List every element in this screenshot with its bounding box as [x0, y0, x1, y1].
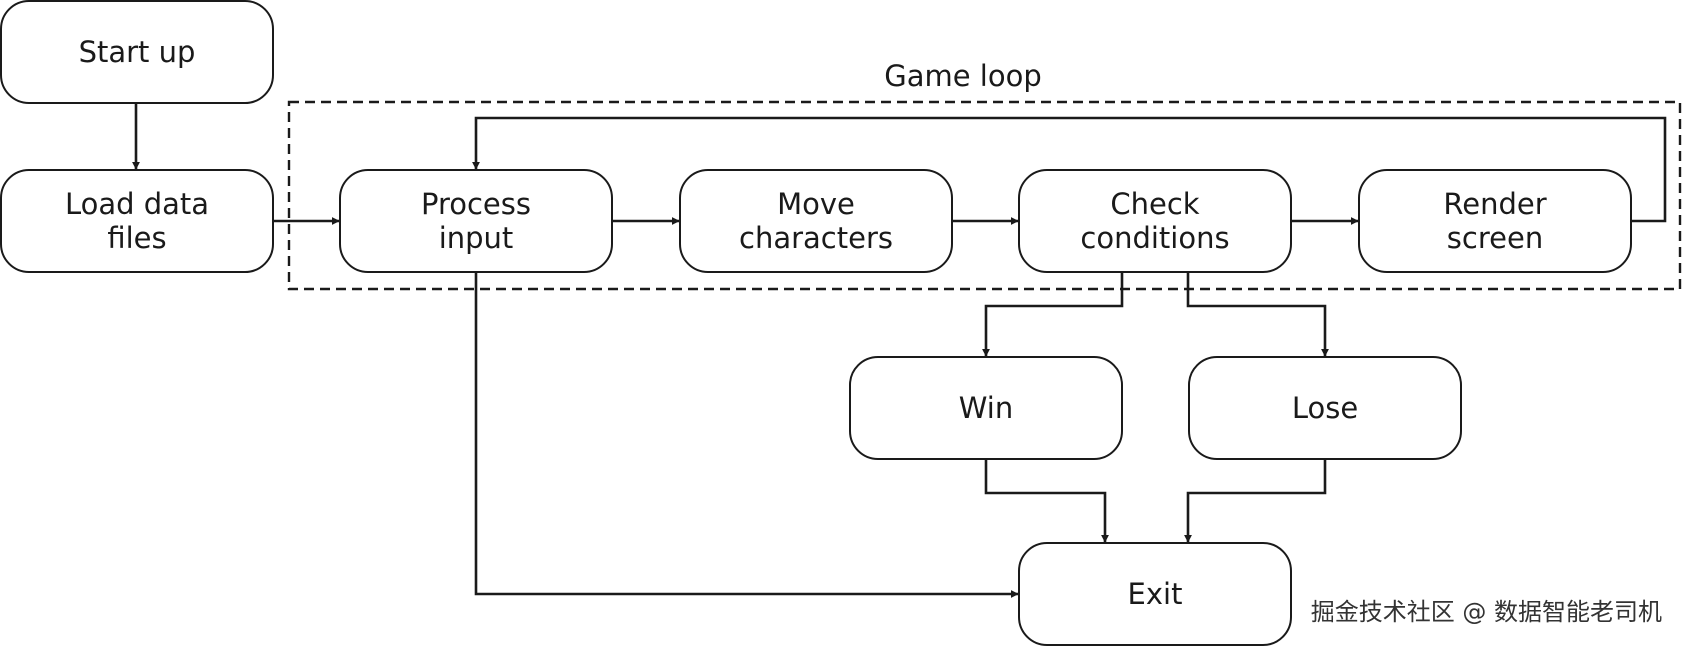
node-load-data-files-label: files [107, 221, 166, 255]
edges [132, 103, 1667, 598]
node-exit-label: Exit [1128, 577, 1183, 611]
node-win: Win [849, 356, 1123, 460]
game-loop-label: Game loop [884, 59, 1042, 93]
node-load-data-files-label: Load data [65, 187, 209, 221]
node-render-screen-label: screen [1447, 221, 1543, 255]
node-move-characters-label: characters [739, 221, 893, 255]
node-exit: Exit [1018, 542, 1292, 646]
node-check-conditions-label: conditions [1080, 221, 1229, 255]
node-lose-box [1188, 356, 1462, 460]
node-process-input-label: Process [421, 187, 531, 221]
node-load-data-files-box [0, 169, 274, 273]
edge-check-conditions-to-lose [1186, 272, 1329, 357]
edge-lose-to-exit [1184, 459, 1327, 543]
watermark: 掘金技术社区 @ 数据智能老司机 [1311, 598, 1662, 626]
node-move-characters-label: Move [777, 187, 855, 221]
node-lose: Lose [1188, 356, 1462, 460]
node-check-conditions-box [1018, 169, 1292, 273]
node-lose-label: Lose [1292, 391, 1358, 425]
node-win-box [849, 356, 1123, 460]
node-process-input-label: input [439, 221, 514, 255]
node-start-up: Start up [0, 0, 274, 104]
game-loop-frame [287, 100, 1682, 291]
node-render-screen-box [1358, 169, 1632, 273]
node-start-up-label: Start up [79, 35, 196, 69]
node-render-screen-label: Render [1443, 187, 1546, 221]
node-start-up-box [0, 0, 274, 104]
edge-check-conditions-to-win [982, 272, 1124, 357]
node-win-label: Win [959, 391, 1013, 425]
node-exit-box [1018, 542, 1292, 646]
edge-render-screen-to-process-input [472, 116, 1667, 223]
node-process-input-box [339, 169, 613, 273]
node-move-characters-box [679, 169, 953, 273]
node-check-conditions-label: Check [1110, 187, 1199, 221]
edge-win-to-exit [984, 459, 1109, 543]
edge-process-input-to-exit [474, 272, 1019, 598]
